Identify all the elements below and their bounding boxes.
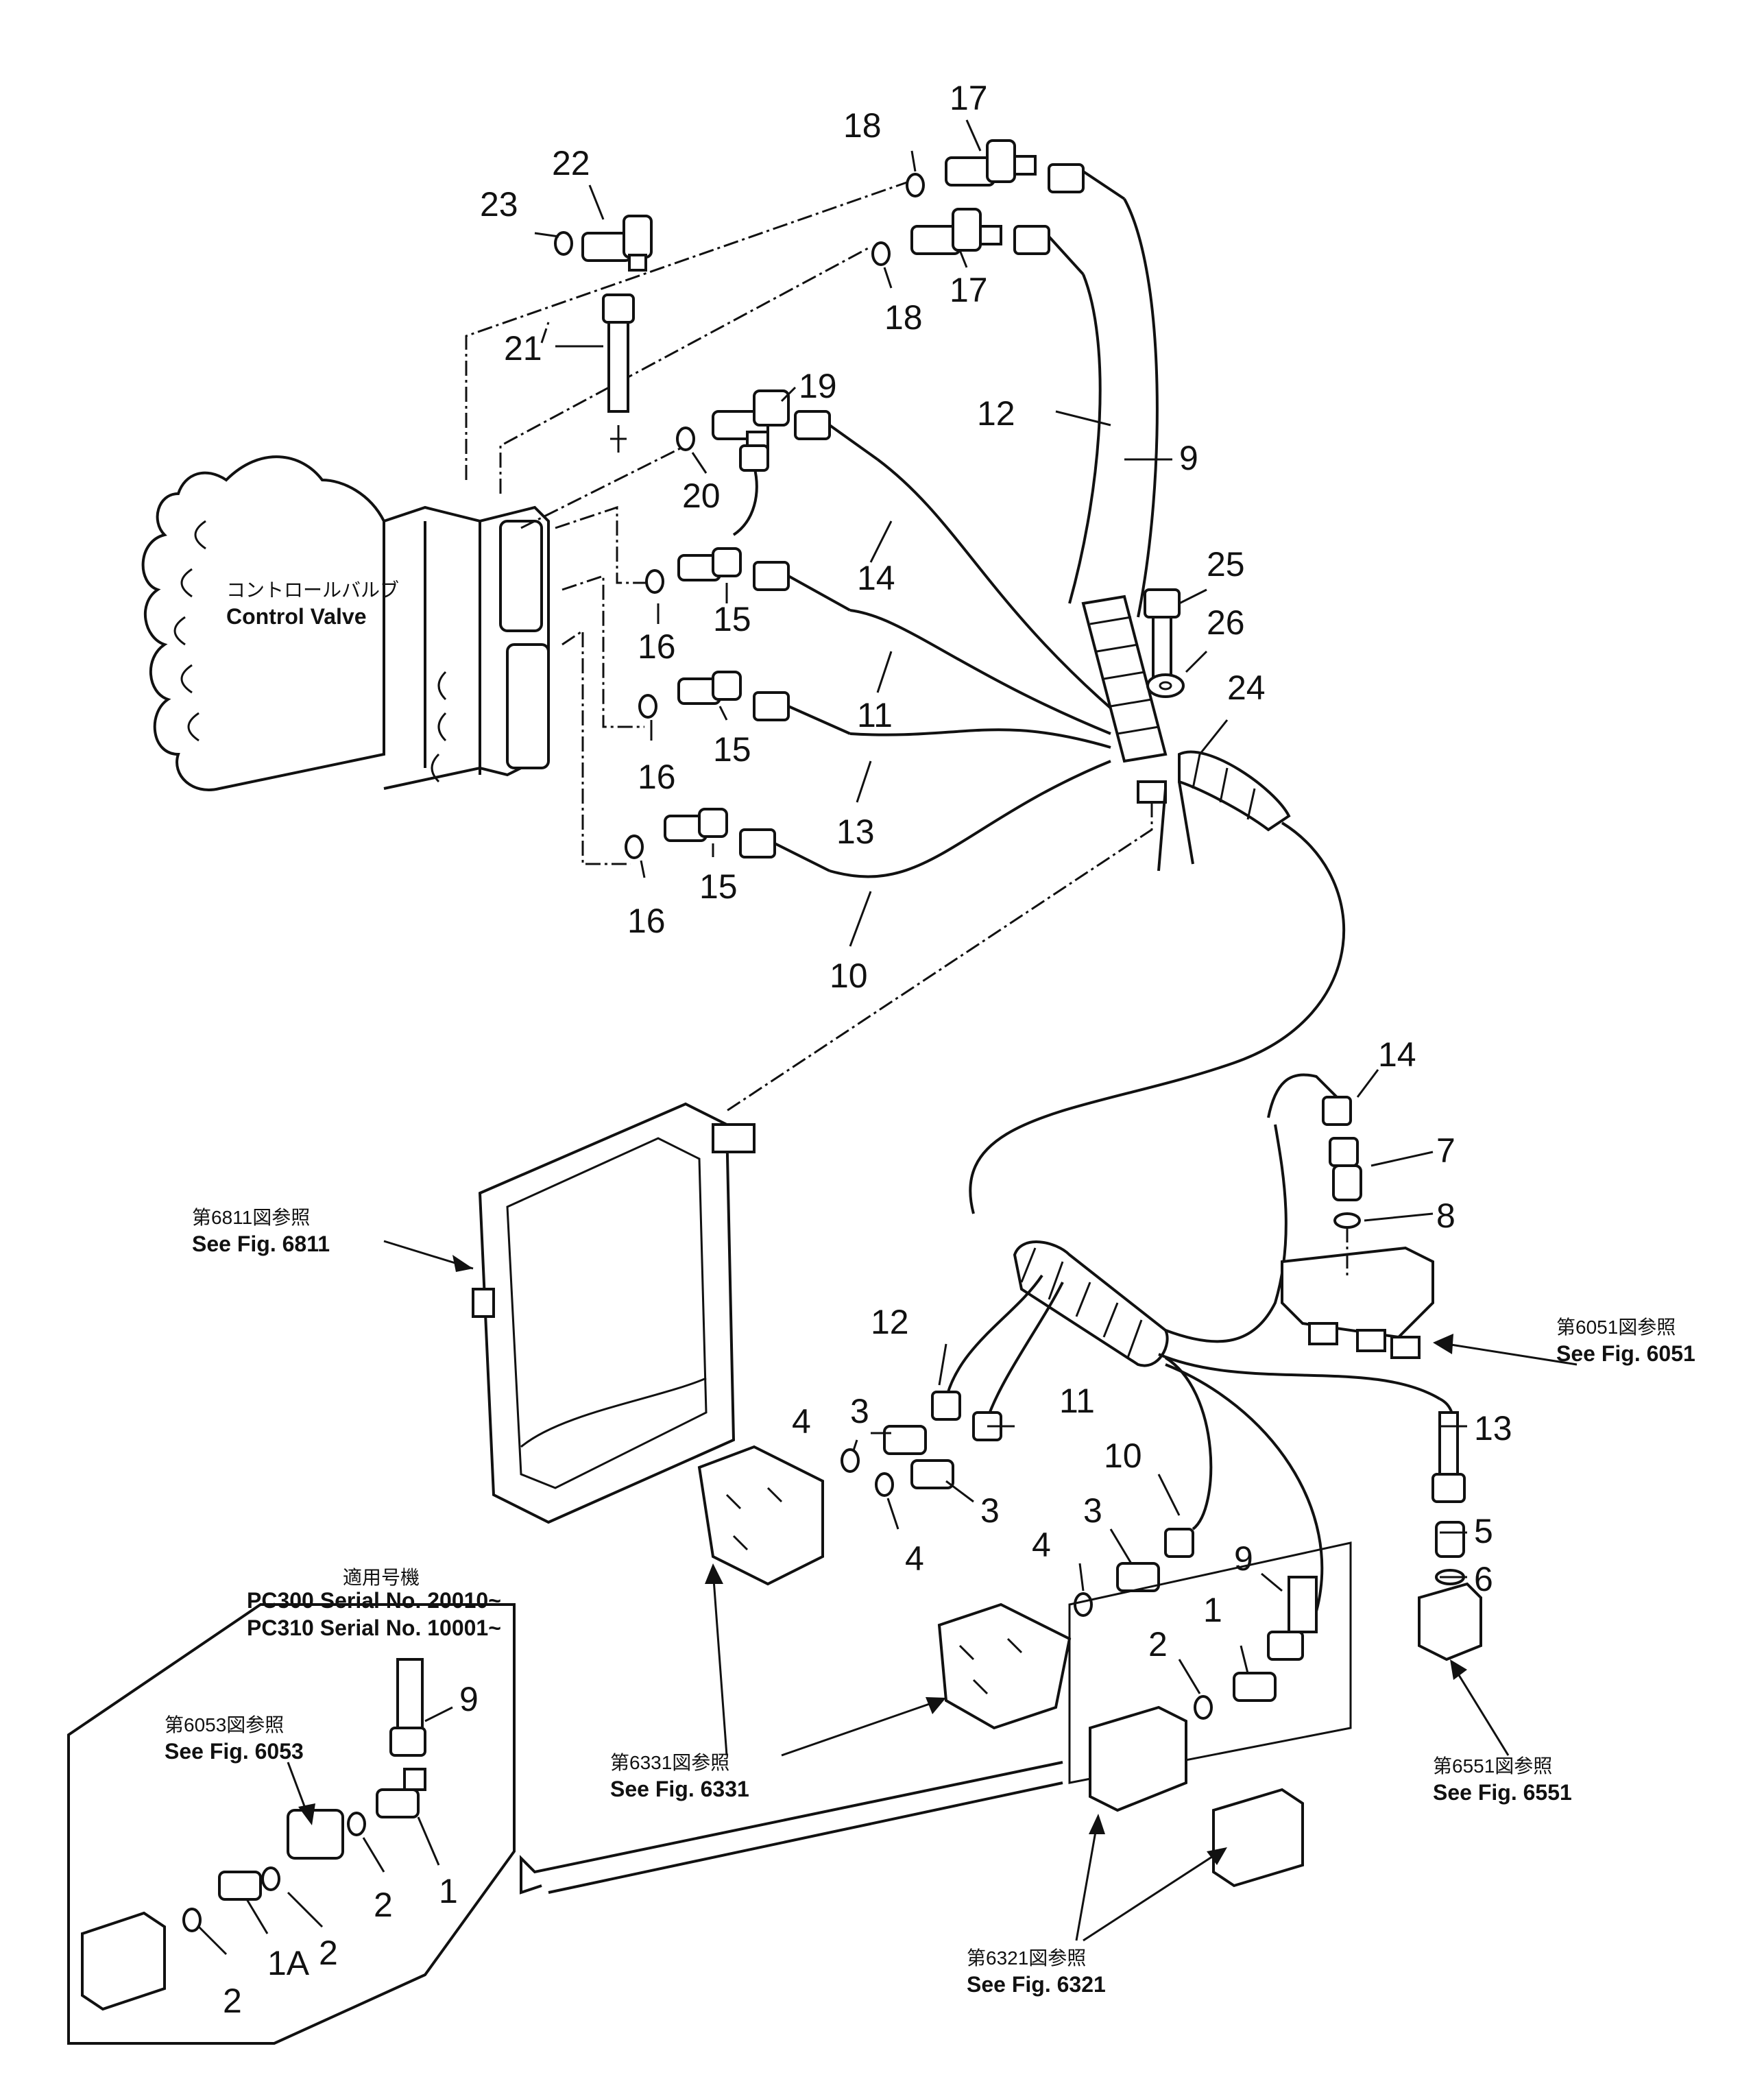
callout-24: 24 bbox=[1227, 669, 1266, 707]
washer-26 bbox=[1146, 673, 1185, 698]
fitting-17-upper bbox=[945, 139, 1037, 187]
adapter-5 bbox=[1435, 1521, 1465, 1558]
applicability-header: 適用号機 bbox=[343, 1567, 420, 1588]
callout-9-upper: 9 bbox=[1179, 439, 1198, 477]
fittings-15 bbox=[625, 547, 742, 859]
applicability-line-2: PC310 Serial No. 10001~ bbox=[247, 1615, 501, 1640]
pipe-21 bbox=[602, 293, 635, 453]
valve-6331-upper bbox=[697, 1445, 824, 1586]
callout-18-lower: 18 bbox=[884, 298, 923, 337]
callout-2-right: 2 bbox=[1148, 1625, 1168, 1663]
callout-13-upper: 13 bbox=[836, 813, 875, 851]
port-connection-lines bbox=[465, 177, 919, 865]
callout-11-upper: 11 bbox=[857, 696, 893, 734]
callout-1A: 1A bbox=[267, 1944, 310, 1982]
callout-9-lower: 9 bbox=[1234, 1539, 1253, 1578]
callout-3-a: 3 bbox=[850, 1392, 869, 1430]
callout-14-upper: 14 bbox=[857, 559, 895, 597]
callout-19: 19 bbox=[799, 367, 837, 405]
ref-6811-jp: 第6811図参照 bbox=[192, 1207, 310, 1228]
ref-6321-en: See Fig. 6321 bbox=[967, 1972, 1106, 1997]
fittings-3-4-lower bbox=[841, 1391, 1194, 1617]
callout-25: 25 bbox=[1207, 545, 1245, 584]
callout-18-upper: 18 bbox=[843, 106, 882, 145]
callout-1-inset: 1 bbox=[439, 1872, 458, 1910]
callouts: 17 18 22 23 18 17 21 19 12 9 20 14 25 26… bbox=[223, 79, 1512, 2020]
callout-16-a: 16 bbox=[638, 627, 676, 666]
valve-6331-lower bbox=[937, 1602, 1072, 1730]
ref-6331-en: See Fig. 6331 bbox=[610, 1777, 749, 1801]
callout-14-lower: 14 bbox=[1378, 1035, 1416, 1074]
leader-lines bbox=[197, 119, 1467, 1956]
reference-arrows bbox=[287, 1240, 1578, 1942]
callout-26: 26 bbox=[1207, 603, 1245, 642]
hose-from-19-down bbox=[732, 444, 769, 536]
ref-6811-en: See Fig. 6811 bbox=[192, 1232, 330, 1256]
ref-6051-jp: 第6051図参照 bbox=[1556, 1317, 1676, 1338]
callout-2-inset-b: 2 bbox=[319, 1934, 338, 1972]
callout-4-c: 4 bbox=[1032, 1526, 1051, 1564]
applicability-note: 適用号機 PC300 Serial No. 20010~ PC310 Seria… bbox=[247, 1567, 501, 1640]
callout-15-c: 15 bbox=[699, 867, 738, 906]
clamp-wrap-24 bbox=[726, 594, 1291, 1112]
ref-6551-jp: 第6551図参照 bbox=[1433, 1755, 1552, 1777]
detail-frame-6321 bbox=[1068, 1541, 1352, 1888]
callout-17-lower: 17 bbox=[950, 271, 988, 309]
bolt-25 bbox=[1144, 588, 1181, 680]
callout-10-lower: 10 bbox=[1104, 1437, 1142, 1475]
o-ring-8 bbox=[1333, 1212, 1361, 1229]
callout-7: 7 bbox=[1436, 1131, 1455, 1170]
callout-15-b: 15 bbox=[713, 730, 751, 769]
applicability-line-1: PC300 Serial No. 20010~ bbox=[247, 1588, 501, 1613]
ref-6053-en: See Fig. 6053 bbox=[165, 1739, 304, 1764]
valve-block-6051 bbox=[1281, 1227, 1434, 1359]
callout-2-inset-a: 2 bbox=[374, 1886, 393, 1924]
cover-panel bbox=[472, 1102, 756, 1524]
fitting-17-lower bbox=[910, 208, 1002, 255]
callout-4-b: 4 bbox=[905, 1539, 924, 1578]
control-valve-label-en: Control Valve bbox=[226, 604, 367, 629]
callout-12-lower: 12 bbox=[871, 1303, 909, 1341]
callout-16-c: 16 bbox=[627, 902, 666, 940]
callout-12-upper: 12 bbox=[977, 394, 1015, 433]
callout-23: 23 bbox=[480, 185, 518, 224]
hose-ends-upper bbox=[739, 163, 1126, 872]
callout-1-right: 1 bbox=[1203, 1591, 1222, 1629]
inset-detail-frame bbox=[67, 1603, 1063, 2045]
ref-6051-en: See Fig. 6051 bbox=[1556, 1341, 1695, 1366]
callout-13-lower: 13 bbox=[1474, 1409, 1512, 1448]
callout-5: 5 bbox=[1474, 1512, 1493, 1550]
callout-11-lower: 11 bbox=[1059, 1382, 1095, 1420]
callout-15-a: 15 bbox=[713, 600, 751, 638]
lower-bundle-wrap bbox=[945, 1124, 1441, 1612]
ref-6551-en: See Fig. 6551 bbox=[1433, 1780, 1572, 1805]
callout-16-b: 16 bbox=[638, 758, 676, 796]
callout-6: 6 bbox=[1474, 1560, 1493, 1598]
callout-22: 22 bbox=[552, 144, 590, 182]
pipe-13-right bbox=[1431, 1397, 1466, 1503]
fitting-22 bbox=[581, 215, 653, 272]
callout-3-b: 3 bbox=[980, 1491, 1000, 1530]
fitting-19 bbox=[712, 389, 790, 454]
hoses-main-bundle bbox=[829, 198, 1346, 1214]
callout-8: 8 bbox=[1436, 1197, 1455, 1235]
callout-10-upper: 10 bbox=[830, 957, 868, 995]
ref-6053-jp: 第6053図参照 bbox=[165, 1714, 284, 1735]
control-valve: コントロールバルブ Control Valve bbox=[141, 455, 550, 791]
callout-20: 20 bbox=[682, 477, 721, 515]
ref-6321-jp: 第6321図参照 bbox=[967, 1947, 1086, 1969]
reference-labels: 第6811図参照 See Fig. 6811 第6051図参照 See Fig.… bbox=[165, 1207, 1695, 1997]
callout-3-c: 3 bbox=[1083, 1491, 1102, 1530]
o-rings-top bbox=[554, 173, 925, 451]
callout-4-a: 4 bbox=[792, 1402, 811, 1441]
block-6551 bbox=[1418, 1582, 1482, 1661]
ref-6331-jp: 第6331図参照 bbox=[610, 1752, 729, 1773]
callout-17-upper: 17 bbox=[950, 79, 988, 117]
hose-14-lower bbox=[1267, 1073, 1362, 1201]
callout-21: 21 bbox=[504, 329, 542, 368]
callout-9-inset: 9 bbox=[459, 1680, 479, 1718]
control-valve-label-jp: コントロールバルブ bbox=[226, 579, 399, 601]
callout-2-inset-c: 2 bbox=[223, 1982, 242, 2020]
